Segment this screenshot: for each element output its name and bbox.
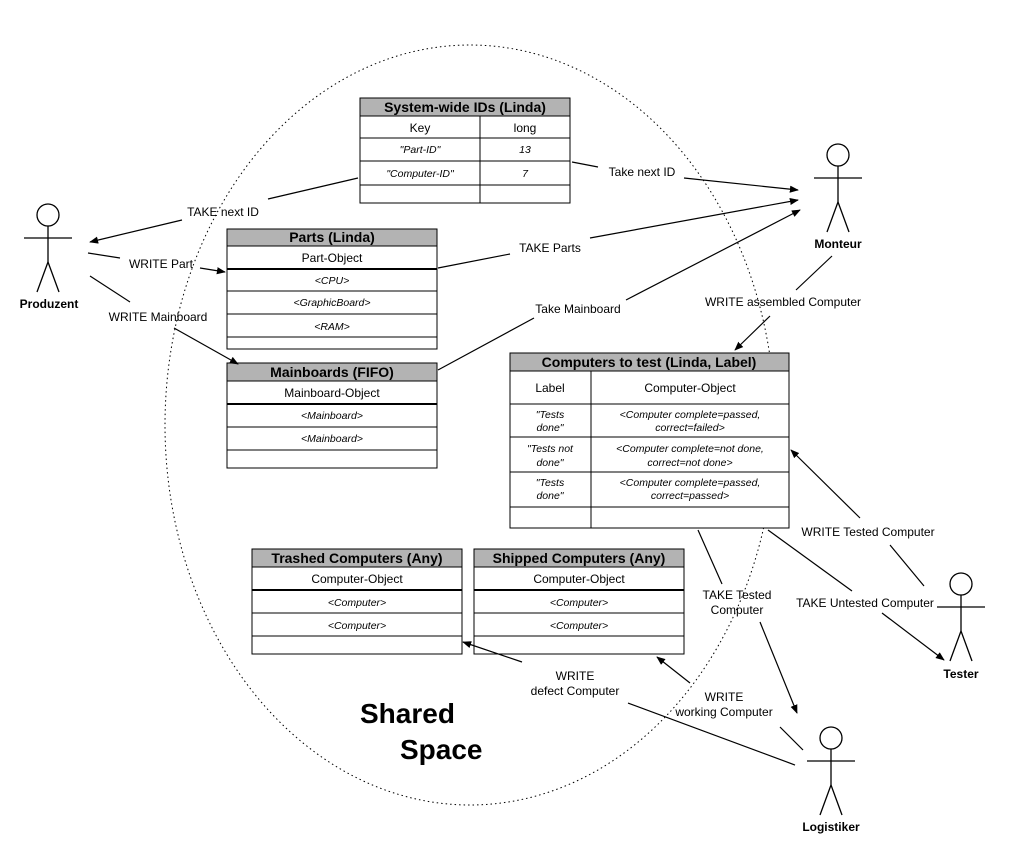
edge-write-working-a xyxy=(779,726,804,751)
edge-take-untested-a xyxy=(767,529,853,592)
column-header: Computer-Object xyxy=(311,572,403,586)
table-cell: 7 xyxy=(522,168,529,180)
edge-take-mainboard-a xyxy=(437,317,535,371)
edge-label-write-mainboard: WRITE Mainboard xyxy=(109,310,208,324)
table-cell: "Part-ID" xyxy=(400,144,442,156)
edge-write-working-b xyxy=(656,656,691,684)
edge-label-write-part: WRITE Part xyxy=(129,257,194,271)
edge-take-next-id-produzent-arrow xyxy=(89,219,183,244)
edge-take-next-id-monteur-b xyxy=(683,177,799,193)
column-header: Part-Object xyxy=(302,251,363,265)
column-header-label: Label xyxy=(535,381,564,395)
table-cell: "Tests xyxy=(536,477,565,489)
edge-take-parts-a xyxy=(437,253,511,269)
edge-label-write-working-line1: WRITE xyxy=(705,690,744,704)
actor-label-monteur: Monteur xyxy=(814,237,862,251)
table-cell: <Mainboard> xyxy=(301,433,363,445)
edge-write-defect-b xyxy=(462,641,523,663)
table-trashed-computers: Trashed Computers (Any) Computer-Object … xyxy=(251,548,463,655)
edge-label-write-defect-line2: defect Computer xyxy=(531,684,620,698)
table-cell: <Computer complete=not done, xyxy=(616,443,764,455)
table-title: System-wide IDs (Linda) xyxy=(384,99,546,115)
edge-write-mainboard-a xyxy=(89,275,131,303)
edge-label-take-tested-line2: Computer xyxy=(711,603,764,617)
edge-write-tested-b xyxy=(790,449,861,519)
table-title: Mainboards (FIFO) xyxy=(270,364,394,380)
edge-take-next-id-produzent xyxy=(267,177,359,200)
edge-write-assembled-b xyxy=(734,315,771,351)
edge-take-parts-b xyxy=(589,197,799,239)
column-header-key: Key xyxy=(410,121,431,135)
edge-label-take-parts: TAKE Parts xyxy=(519,241,581,255)
edge-label-take-next-id-monteur: Take next ID xyxy=(609,165,676,179)
edge-take-next-id-monteur-a xyxy=(571,161,599,168)
edge-take-tested-a xyxy=(697,529,723,585)
table-cell: <Mainboard> xyxy=(301,410,363,422)
edge-label-write-tested: WRITE Tested Computer xyxy=(801,525,934,539)
edge-write-part-a xyxy=(87,252,121,259)
edge-write-assembled-a xyxy=(795,255,833,291)
table-cell: <GraphicBoard> xyxy=(293,297,370,309)
edge-write-tested-a xyxy=(889,544,925,587)
table-computers-to-test: Computers to test (Linda, Label) Label C… xyxy=(509,352,790,529)
table-mainboards: Mainboards (FIFO) Mainboard-Object <Main… xyxy=(226,362,438,469)
edge-label-write-defect-line1: WRITE xyxy=(556,669,595,683)
edge-take-mainboard-b xyxy=(625,209,801,301)
table-cell: 13 xyxy=(519,144,531,156)
edge-take-tested-b xyxy=(759,621,798,714)
edge-take-untested-b xyxy=(881,612,945,661)
actor-monteur-icon xyxy=(814,143,862,233)
shared-space-label-line2: Space xyxy=(400,734,483,765)
table-cell: <Computer> xyxy=(550,597,608,609)
table-cell: "Tests xyxy=(536,409,565,421)
table-cell: <Computer> xyxy=(550,620,608,632)
edge-label-take-untested: TAKE Untested Computer xyxy=(796,596,934,610)
edge-label-take-mainboard: Take Mainboard xyxy=(535,302,620,316)
actor-tester-icon xyxy=(937,572,985,662)
table-cell: <Computer complete=passed, xyxy=(620,409,761,421)
column-header: Mainboard-Object xyxy=(284,386,380,400)
shared-space-label-line1: Shared xyxy=(360,698,455,729)
edge-label-write-assembled: WRITE assembled Computer xyxy=(705,295,861,309)
actor-label-logistiker: Logistiker xyxy=(802,820,860,834)
table-cell: correct=not done> xyxy=(647,457,732,469)
edge-label-take-next-id: TAKE next ID xyxy=(187,205,259,219)
table-parts: Parts (Linda) Part-Object <CPU> <Graphic… xyxy=(226,228,438,350)
table-cell: <Computer complete=passed, xyxy=(620,477,761,489)
table-cell: <Computer> xyxy=(328,620,386,632)
table-cell: correct=passed> xyxy=(651,490,729,502)
table-title: Computers to test (Linda, Label) xyxy=(542,354,757,370)
table-title: Shipped Computers (Any) xyxy=(493,550,666,566)
table-title: Trashed Computers (Any) xyxy=(271,550,442,566)
actor-label-tester: Tester xyxy=(943,667,978,681)
actor-label-produzent: Produzent xyxy=(20,297,79,311)
actor-produzent-icon xyxy=(24,203,72,293)
table-cell: "Computer-ID" xyxy=(386,168,455,180)
edge-write-defect-a xyxy=(627,702,796,766)
table-cell: done" xyxy=(536,490,564,502)
actor-logistiker-icon xyxy=(807,726,855,816)
table-cell: correct=failed> xyxy=(655,422,724,434)
table-cell: "Tests not xyxy=(527,443,574,455)
table-system-wide-ids: System-wide IDs (Linda) Key long "Part-I… xyxy=(359,97,571,204)
table-cell: <Computer> xyxy=(328,597,386,609)
table-title: Parts (Linda) xyxy=(289,229,375,245)
edge-write-part-b xyxy=(199,267,226,275)
table-cell: <CPU> xyxy=(315,275,349,287)
edge-label-take-tested-line1: TAKE Tested xyxy=(703,588,772,602)
edge-write-mainboard-b xyxy=(173,327,239,365)
table-cell: done" xyxy=(536,422,564,434)
table-shipped-computers: Shipped Computers (Any) Computer-Object … xyxy=(473,548,685,655)
table-cell: done" xyxy=(536,457,564,469)
column-header-computer-object: Computer-Object xyxy=(644,381,736,395)
column-header-long: long xyxy=(514,121,537,135)
edge-label-write-working-line2: working Computer xyxy=(674,705,772,719)
column-header: Computer-Object xyxy=(533,572,625,586)
table-cell: <RAM> xyxy=(314,321,350,333)
